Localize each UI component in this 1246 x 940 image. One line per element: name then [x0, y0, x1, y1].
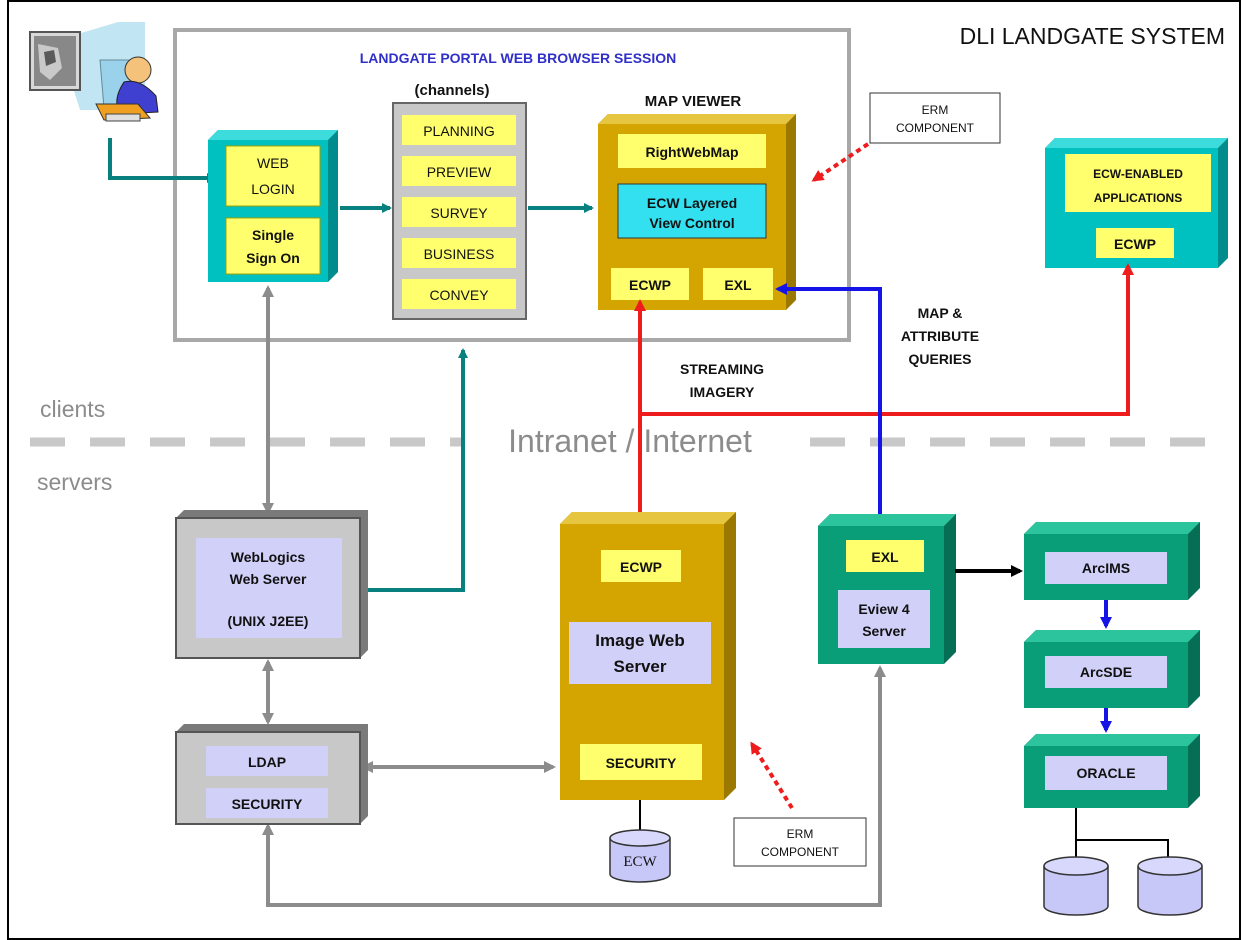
oracle-db-connector	[1075, 808, 1169, 866]
user-to-login-arrow	[108, 138, 217, 183]
database-icon	[1137, 856, 1203, 916]
map-queries-text-1: MAP &	[918, 305, 963, 321]
network-label-bg	[465, 425, 795, 459]
erm-top-text-2: COMPONENT	[896, 121, 975, 135]
channel-item	[402, 238, 516, 268]
channel-label: SURVEY	[430, 205, 488, 221]
eview-text-2: Server	[862, 623, 906, 639]
map-queries-text-3: QUERIES	[908, 351, 971, 367]
channels-label: (channels)	[414, 82, 489, 99]
imageserver-ecwp-text: ECWP	[620, 559, 662, 575]
web-login-text-2: LOGIN	[251, 181, 295, 197]
ldap-text: LDAP	[248, 754, 286, 770]
arcims-text: ArcIMS	[1082, 560, 1130, 576]
channel-item	[402, 197, 516, 227]
portal-session-frame	[173, 28, 851, 342]
clients-label: clients	[40, 396, 105, 422]
channel-label: CONVEY	[429, 287, 489, 303]
mapviewer-exl-text: EXL	[724, 277, 752, 293]
erm-bottom-arrow	[750, 741, 794, 810]
web-login-text-1: WEB	[257, 155, 289, 171]
streaming-text-1: STREAMING	[680, 361, 764, 377]
ecw-apps-ecwp-text: ECWP	[1114, 236, 1156, 252]
ecw-apps-text-1: ECW-ENABLED	[1093, 167, 1183, 181]
imageserver-security-text: SECURITY	[606, 755, 677, 771]
ldap-box	[175, 724, 368, 825]
erm-component-top	[869, 92, 1001, 144]
eview-server-box	[818, 514, 956, 664]
portal-session-label: LANDGATE PORTAL WEB BROWSER SESSION	[360, 50, 677, 66]
map-viewer-label: MAP VIEWER	[645, 93, 742, 110]
channels-list: PLANNING PREVIEW SURVEY BUSINESS CONVEY	[402, 115, 516, 309]
weblogics-text-2: Web Server	[230, 571, 307, 587]
ecw-apps-box	[1045, 138, 1228, 268]
arcsde-box	[1024, 630, 1200, 708]
channel-label: PREVIEW	[427, 164, 492, 180]
map-viewer-box	[598, 114, 796, 310]
eview-text-1: Eview 4	[858, 601, 910, 617]
network-label: Intranet / Internet	[508, 423, 752, 459]
erm-bottom-text-2: COMPONENT	[761, 845, 840, 859]
erm-top-arrow	[811, 142, 870, 182]
channel-label: PLANNING	[423, 123, 495, 139]
ecw-apps-text-2: APPLICATIONS	[1094, 191, 1182, 205]
ecw-layered-text-2: View Control	[649, 215, 734, 231]
imageserver-text-2: Server	[614, 657, 667, 676]
oracle-text: ORACLE	[1076, 765, 1135, 781]
ecw-database-icon	[609, 829, 671, 883]
web-login-box	[208, 130, 338, 282]
ldap-eview-return-arrow	[262, 665, 886, 907]
eview-exl-text: EXL	[871, 549, 899, 565]
servers-label: servers	[37, 469, 112, 495]
weblogics-text-3: (UNIX J2EE)	[228, 613, 309, 629]
erm-component-bottom	[733, 817, 867, 867]
sso-text-2: Sign On	[246, 250, 300, 266]
ldap-security-text: SECURITY	[232, 796, 303, 812]
channel-item	[402, 279, 516, 309]
arcims-box	[1024, 522, 1200, 600]
ecw-db-label: ECW	[623, 854, 657, 870]
channel-label: BUSINESS	[424, 246, 495, 262]
channel-item	[402, 115, 516, 145]
database-icon	[1043, 856, 1109, 916]
erm-top-text-1: ERM	[922, 103, 949, 117]
map-queries-text-2: ATTRIBUTE	[901, 328, 979, 344]
query-exl-arrow	[775, 283, 886, 539]
ecw-layered-text-1: ECW Layered	[647, 195, 737, 211]
diagram-title: DLI LANDGATE SYSTEM	[960, 23, 1225, 49]
weblogics-to-portal-arrow	[362, 348, 468, 592]
outer-frame	[7, 0, 1241, 940]
weblogics-text-1: WebLogics	[231, 549, 306, 565]
rightwebmap-text: RightWebMap	[645, 144, 738, 160]
streaming-text-2: IMAGERY	[690, 384, 755, 400]
user-computer-icon	[29, 22, 159, 122]
arcsde-text: ArcSDE	[1080, 664, 1132, 680]
mapviewer-ecwp-text: ECWP	[629, 277, 671, 293]
imageserver-text-1: Image Web	[595, 631, 684, 650]
sso-text-1: Single	[252, 227, 294, 243]
oracle-box	[1024, 734, 1200, 808]
weblogics-server-box	[175, 510, 368, 659]
erm-bottom-text-1: ERM	[787, 827, 814, 841]
channel-item	[402, 156, 516, 186]
image-web-server-box	[560, 512, 736, 800]
